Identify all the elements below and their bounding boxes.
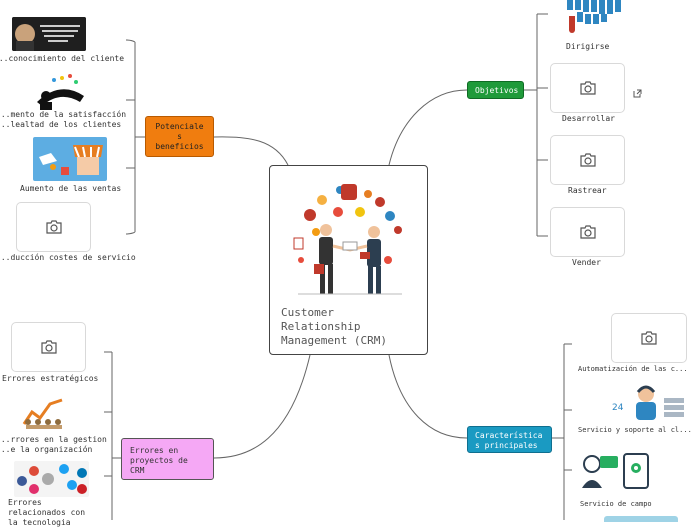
sales-increase-image (33, 137, 107, 181)
organization-management-image (18, 394, 68, 430)
label-errores-tecnologia: Errores relacionados con la tecnologia (8, 498, 86, 527)
quote-portrait-icon (12, 17, 86, 51)
label-dirigirse: Dirigirse (566, 42, 610, 51)
image-placeholder-automatizacion[interactable] (611, 313, 687, 363)
satisfaction-image (32, 72, 88, 112)
camera-icon (45, 220, 62, 234)
image-placeholder-errores-estrategicos[interactable] (11, 322, 86, 372)
label-aumento-ventas: Aumento de las ventas (20, 184, 122, 193)
technology-errors-image (14, 461, 89, 497)
camera-icon (40, 340, 57, 354)
label-vender: Vender (572, 258, 601, 267)
label-servicio-campo: Servicio de campo (580, 500, 652, 508)
label-conocimiento-cliente: ...conocimiento del cliente (0, 54, 125, 63)
people-crowd-icon (567, 0, 621, 33)
customer-knowledge-image (12, 17, 86, 51)
label-errores-gestion: ...rrores en la gestion ...e la organiza… (0, 435, 107, 454)
branch-objetivos[interactable]: Objetivos (467, 81, 524, 99)
label-reduccion-costes: ...ducción costes de servicio (0, 253, 136, 262)
business-handshake-illustration (293, 184, 402, 295)
label-rastrear: Rastrear (568, 186, 607, 195)
image-placeholder-reduccion-costes[interactable] (16, 202, 91, 252)
label-errores-estrategicos: Errores estratégicos (2, 374, 99, 383)
label-automatizacion: Automatización de las c... (578, 365, 688, 373)
target-audience-image (557, 0, 627, 36)
field-service-image (578, 452, 652, 490)
image-placeholder-vender[interactable] (550, 207, 625, 257)
svg-text:24: 24 (612, 403, 624, 413)
camera-icon (579, 153, 596, 167)
social-network-icons (17, 464, 87, 494)
camera-icon (579, 225, 596, 239)
field-technician-icon (582, 453, 649, 489)
branch-potenciales-beneficios[interactable]: Potenciale s beneficios (145, 116, 214, 157)
branch-caracteristicas-principales[interactable]: Característica s principales (467, 426, 552, 453)
partial-next-image (604, 516, 678, 522)
label-desarrollar: Desarrollar (562, 114, 615, 123)
external-link-icon[interactable] (633, 89, 642, 98)
team-organization-icon (22, 398, 63, 429)
image-placeholder-desarrollar[interactable] (550, 63, 625, 113)
image-placeholder-rastrear[interactable] (550, 135, 625, 185)
happy-customer-icon (37, 74, 84, 110)
camera-icon (641, 331, 657, 345)
support-service-image: 24 (608, 380, 688, 422)
customer-support-agent-icon: 24 (612, 385, 684, 420)
label-servicio-soporte: Servicio y soporte al cl... (578, 426, 692, 434)
shopping-sales-icon (33, 137, 107, 181)
branch-errores-proyectos[interactable]: Errores en proyectos de CRM (121, 438, 214, 480)
camera-icon (579, 81, 596, 95)
central-topic-title: Customer Relationship Management (CRM) (281, 306, 387, 347)
central-topic-card[interactable]: Customer Relationship Management (CRM) (269, 165, 428, 355)
label-satisfaccion-lealtad: ...mento de la satisfacción ...lealtad d… (0, 110, 127, 129)
